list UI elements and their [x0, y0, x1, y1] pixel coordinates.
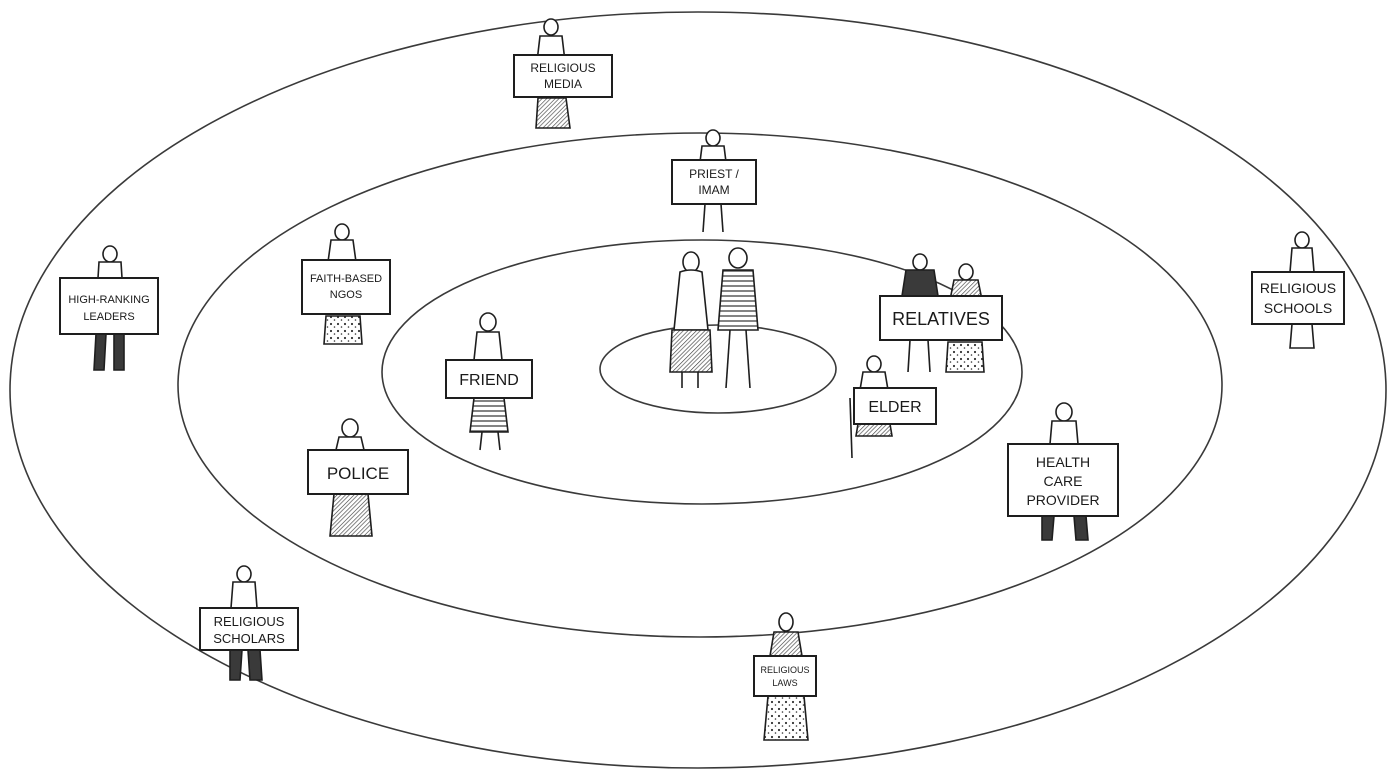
sign-label: PRIEST / [689, 167, 739, 181]
couple-figure [669, 247, 759, 389]
sign-label: RELIGIOUS [530, 61, 595, 75]
sign-label: IMAM [698, 183, 729, 197]
sign-label: SCHOOLS [1264, 300, 1332, 316]
sign-label: ELDER [868, 399, 921, 416]
sign-relatives: RELATIVES [879, 295, 1003, 341]
sign-health-care-provider: HEALTH CARE PROVIDER [1007, 443, 1119, 517]
sign-label: MEDIA [544, 77, 582, 91]
inner-ring [381, 239, 1023, 505]
sign-label: LAWS [772, 678, 797, 688]
sign-holders [93, 18, 1315, 741]
sign-elder: ELDER [853, 387, 937, 425]
sign-label: HIGH-RANKING [68, 294, 149, 306]
sign-label: SCHOLARS [213, 631, 285, 646]
sign-label: HEALTH [1036, 454, 1090, 470]
sign-label: LEADERS [83, 311, 134, 323]
sign-label: CARE [1044, 473, 1083, 489]
sign-religious-schools: RELIGIOUS SCHOOLS [1251, 271, 1345, 325]
core-ring [599, 324, 837, 414]
sign-religious-media: RELIGIOUS MEDIA [513, 54, 613, 98]
sign-label: PROVIDER [1026, 492, 1099, 508]
sign-label: FAITH-BASED [310, 273, 382, 285]
outer-ring [9, 11, 1387, 769]
sign-religious-laws: RELIGIOUS LAWS [753, 655, 817, 697]
sign-label: FRIEND [459, 372, 519, 389]
rings [9, 11, 1387, 769]
sign-label: RELIGIOUS [1260, 280, 1336, 296]
sign-label: RELIGIOUS [760, 665, 809, 675]
middle-ring [177, 132, 1223, 638]
sign-police: POLICE [307, 449, 409, 495]
sign-religious-scholars: RELIGIOUS SCHOLARS [199, 607, 299, 651]
sign-friend: FRIEND [445, 359, 533, 399]
sign-faith-based-ngos: FAITH-BASED NGOS [301, 259, 391, 315]
sign-label: POLICE [327, 464, 389, 483]
sign-high-ranking-leaders: HIGH-RANKING LEADERS [59, 277, 159, 335]
sign-label: NGOS [330, 289, 362, 301]
sign-label: RELIGIOUS [214, 614, 285, 629]
sign-priest-imam: PRIEST / IMAM [671, 159, 757, 205]
sign-label: RELATIVES [892, 309, 990, 329]
